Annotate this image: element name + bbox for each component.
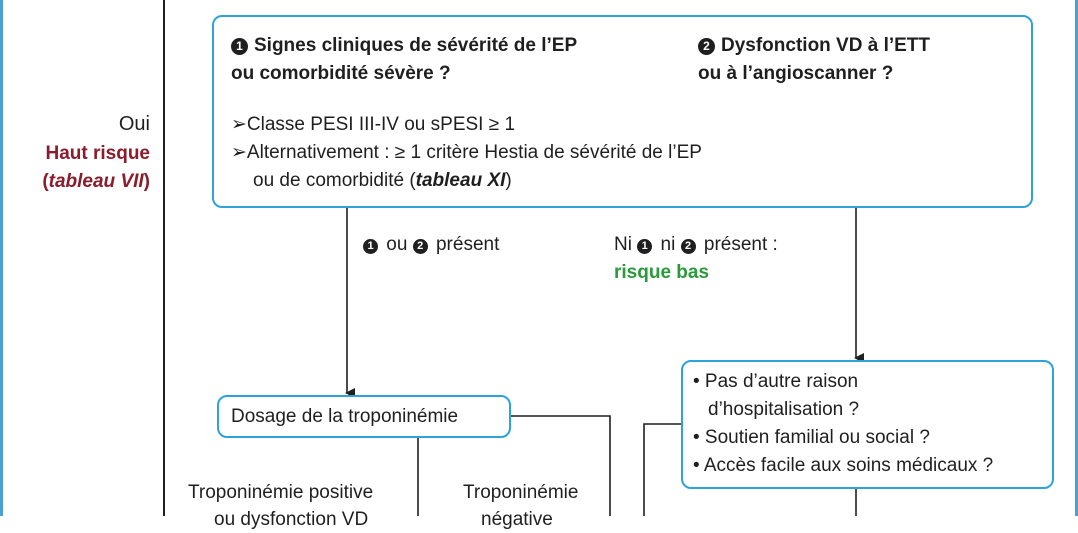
connector-lines	[345, 208, 864, 516]
severity-criteria-box	[212, 15, 1033, 208]
checklist-item-hospitalisation-line2: d’hospitalisation ?	[708, 399, 860, 420]
frame-left-border	[0, 0, 3, 516]
criterion-pesi: ➢Classe PESI III-IV ou sPESI ≥ 1	[231, 114, 516, 135]
oui-label: Oui	[118, 113, 150, 135]
haut-risque-label: Haut risque	[45, 143, 150, 164]
troponin-positive: Troponinémie positive	[188, 482, 374, 503]
line-checklist-left	[643, 423, 681, 516]
number-1-icon: 1	[363, 239, 378, 254]
frame-right-border	[1075, 0, 1078, 516]
branch-present-label: 1 ou 2 présent	[363, 231, 499, 258]
line-tropo-right	[511, 415, 611, 516]
number-2-icon: 2	[412, 239, 428, 254]
checklist-item-acces: • Accès facile aux soins médicaux ?	[693, 455, 994, 476]
risque-bas-label: risque bas	[614, 262, 710, 283]
troponin-positive-line2: ou dysfonction VD	[214, 509, 369, 530]
number-1-icon: 1	[231, 38, 248, 55]
checklist-item-soutien: • Soutien familial ou social ?	[693, 427, 930, 448]
criterion-hestia: ➢Alternativement : ≥ 1 critère Hestia de…	[231, 142, 702, 163]
tableau-vii-ref: (tableau VII)	[42, 171, 150, 192]
severity-question-line2: ou comorbidité sévère ?	[231, 63, 451, 84]
number-2-icon: 2	[698, 38, 715, 55]
troponin-box	[217, 395, 511, 438]
troponin-negative: Troponinémie	[463, 482, 579, 503]
criterion-comorbidity: ou de comorbidité (tableau XI)	[253, 170, 512, 191]
troponin-label: Dosage de la troponinémie	[231, 406, 459, 427]
number-2-icon: 2	[680, 239, 696, 254]
number-1-icon: 1	[637, 239, 653, 254]
branch-absent-label: Ni 1 ni 2 présent :	[614, 234, 778, 255]
outpatient-checklist-box	[681, 360, 1054, 489]
left-column-divider	[163, 0, 165, 516]
troponin-negative-line2: négative	[481, 509, 553, 530]
checklist-item-hospitalisation: • Pas d’autre raison	[693, 371, 859, 392]
dysfunction-question-line2: ou à l’angioscanner ?	[698, 63, 894, 84]
